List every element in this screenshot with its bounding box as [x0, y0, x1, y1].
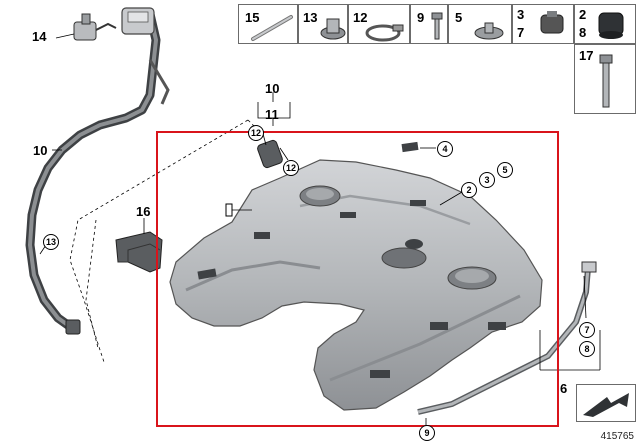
part-number: 7 [517, 25, 525, 40]
callout-10-left: 10 [33, 143, 48, 158]
grommet-icon [320, 18, 346, 40]
callout-14: 14 [32, 29, 47, 44]
circled-12-b: 12 [283, 160, 299, 176]
circled-9: 9 [419, 425, 435, 441]
strip-icon [251, 15, 293, 41]
heat-shield-16 [115, 218, 163, 273]
part-number: 17 [579, 48, 594, 63]
callout-6: 6 [560, 381, 568, 396]
pad-4 [401, 141, 436, 153]
part-number: 2 [579, 7, 587, 22]
parts-table: 15 13 12 9 5 3 7 2 8 17 [238, 4, 636, 114]
part-number: 9 [417, 10, 425, 25]
cell-9[interactable]: 9 [410, 4, 448, 44]
fuel-tank [169, 159, 543, 411]
cell-13[interactable]: 13 [298, 4, 348, 44]
filler-pipe [25, 7, 170, 335]
part-number: 3 [517, 7, 525, 22]
circled-3: 3 [479, 172, 495, 188]
part-number: 15 [245, 10, 260, 25]
part-number: 12 [353, 10, 368, 25]
callout-10-top: 10 [265, 81, 280, 96]
cell-5[interactable]: 5 [448, 4, 512, 44]
circled-4: 4 [437, 141, 453, 157]
diagram-id: 415765 [600, 431, 634, 442]
circled-8: 8 [579, 341, 595, 357]
vent-valve-14 [55, 13, 117, 41]
long-bolt-icon [599, 54, 613, 108]
cell-12[interactable]: 12 [348, 4, 410, 44]
part-number: 13 [303, 10, 318, 25]
callout-11: 11 [265, 107, 279, 122]
part-number: 5 [455, 10, 463, 25]
hose-12 [257, 139, 283, 169]
view-orientation-icon [576, 384, 636, 422]
bolt-icon [431, 12, 443, 40]
circled-5: 5 [497, 162, 513, 178]
circled-13: 13 [43, 234, 59, 250]
marker-tag [225, 203, 233, 217]
cell-3-7[interactable]: 3 7 [512, 4, 574, 44]
cell-17[interactable]: 17 [574, 44, 636, 114]
rubber-buffer-icon [598, 12, 624, 39]
hose-clamp-icon [365, 24, 404, 42]
circled-12-a: 12 [248, 125, 264, 141]
cell-15[interactable]: 15 [238, 4, 298, 44]
strap-6 [417, 261, 601, 415]
callout-16: 16 [136, 204, 151, 219]
part-number: 8 [579, 25, 587, 40]
cell-2-8[interactable]: 2 8 [574, 4, 636, 44]
circled-2: 2 [461, 182, 477, 198]
rubber-mount-icon [540, 11, 564, 34]
nut-icon [474, 22, 504, 40]
circled-7: 7 [579, 322, 595, 338]
